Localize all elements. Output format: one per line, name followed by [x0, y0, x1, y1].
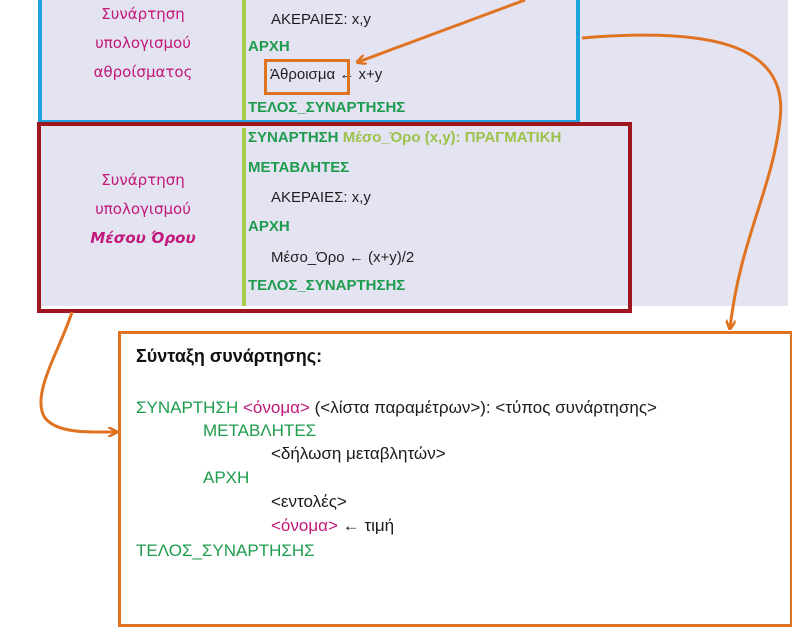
sum-assign-expression: ← x+y: [339, 66, 383, 83]
desc-line: αθροίσματος: [93, 63, 193, 81]
average-end-keyword: ΤΕΛΟΣ_ΣΥΝΑΡΤΗΣΗΣ: [248, 277, 406, 294]
average-begin-keyword: ΑΡΧΗ: [248, 218, 290, 235]
average-function-description: Συνάρτηση υπολογισμού Μέσου Όρου: [44, 166, 242, 253]
average-vars-keyword: ΜΕΤΑΒΛΗΤΕΣ: [248, 159, 350, 176]
sum-function-description: Συνάρτηση υπολογισμού αθροίσματος: [44, 0, 242, 87]
desc-line: υπολογισμού: [95, 34, 191, 52]
syntax-title: Σύνταξη συνάρτησης:: [136, 346, 323, 366]
sum-vars-line: ΑΚΕΡΑΙΕΣ: x,y: [271, 11, 371, 28]
name-placeholder: <όνομα>: [242, 398, 310, 417]
desc-line: Συνάρτηση: [101, 171, 185, 189]
syntax-commands: <εντολές>: [271, 492, 347, 511]
sum-begin-keyword: ΑΡΧΗ: [248, 38, 290, 55]
syntax-vars-keyword: ΜΕΤΑΒΛΗΤΕΣ: [203, 421, 317, 440]
average-assign-line: Μέσο_Όρο ← (x+y)/2: [271, 249, 415, 266]
code-bar: [242, 0, 246, 121]
function-keyword: ΣΥΝΑΡΤΗΣΗ: [248, 129, 339, 146]
sum-end-keyword: ΤΕΛΟΣ_ΣΥΝΑΡΤΗΣΗΣ: [248, 99, 406, 116]
average-header-line: ΣΥΝΑΡΤΗΣΗ Μέσο_Όρο (x,y): ΠΡΑΓΜΑΤΙΚΗ: [248, 128, 561, 148]
params-type-placeholder: (<λίστα παραμέτρων>): <τύπος συνάρτησης>: [314, 398, 657, 417]
function-signature: Μέσο_Όρο (x,y): ΠΡΑΓΜΑΤΙΚΗ: [342, 129, 562, 146]
desc-line: υπολογισμού: [95, 200, 191, 218]
function-keyword: ΣΥΝΑΡΤΗΣΗ: [136, 398, 239, 417]
code-panel: [40, 0, 788, 306]
sum-variable: Άθροισμα: [270, 66, 336, 83]
arrow-to-syntax-left: [39, 311, 116, 432]
desc-line: Συνάρτηση: [101, 5, 185, 23]
assign-value: ← τιμή: [342, 516, 395, 535]
average-function-frame: [37, 122, 632, 313]
syntax-box: [118, 331, 792, 627]
average-vars-line: ΑΚΕΡΑΙΕΣ: x,y: [271, 189, 371, 206]
syntax-begin-keyword: ΑΡΧΗ: [203, 468, 250, 487]
code-bar: [242, 128, 246, 306]
syntax-assign-line: <όνομα> ← τιμή: [271, 516, 394, 536]
syntax-header-line: ΣΥΝΑΡΤΗΣΗ <όνομα> (<λίστα παραμέτρων>): …: [136, 398, 657, 418]
syntax-vars-declaration: <δήλωση μεταβλητών>: [271, 444, 446, 463]
syntax-end-keyword: ΤΕΛΟΣ_ΣΥΝΑΡΤΗΣΗΣ: [136, 541, 315, 560]
arrow-to-syntax-right: [581, 33, 783, 328]
arrow-to-sum: [358, 0, 526, 62]
sum-assign-line: Άθροισμα ← x+y: [270, 65, 382, 85]
desc-line: Μέσου Όρου: [90, 229, 196, 247]
sum-highlight-frame: [264, 59, 350, 95]
name-placeholder: <όνομα>: [271, 516, 338, 535]
